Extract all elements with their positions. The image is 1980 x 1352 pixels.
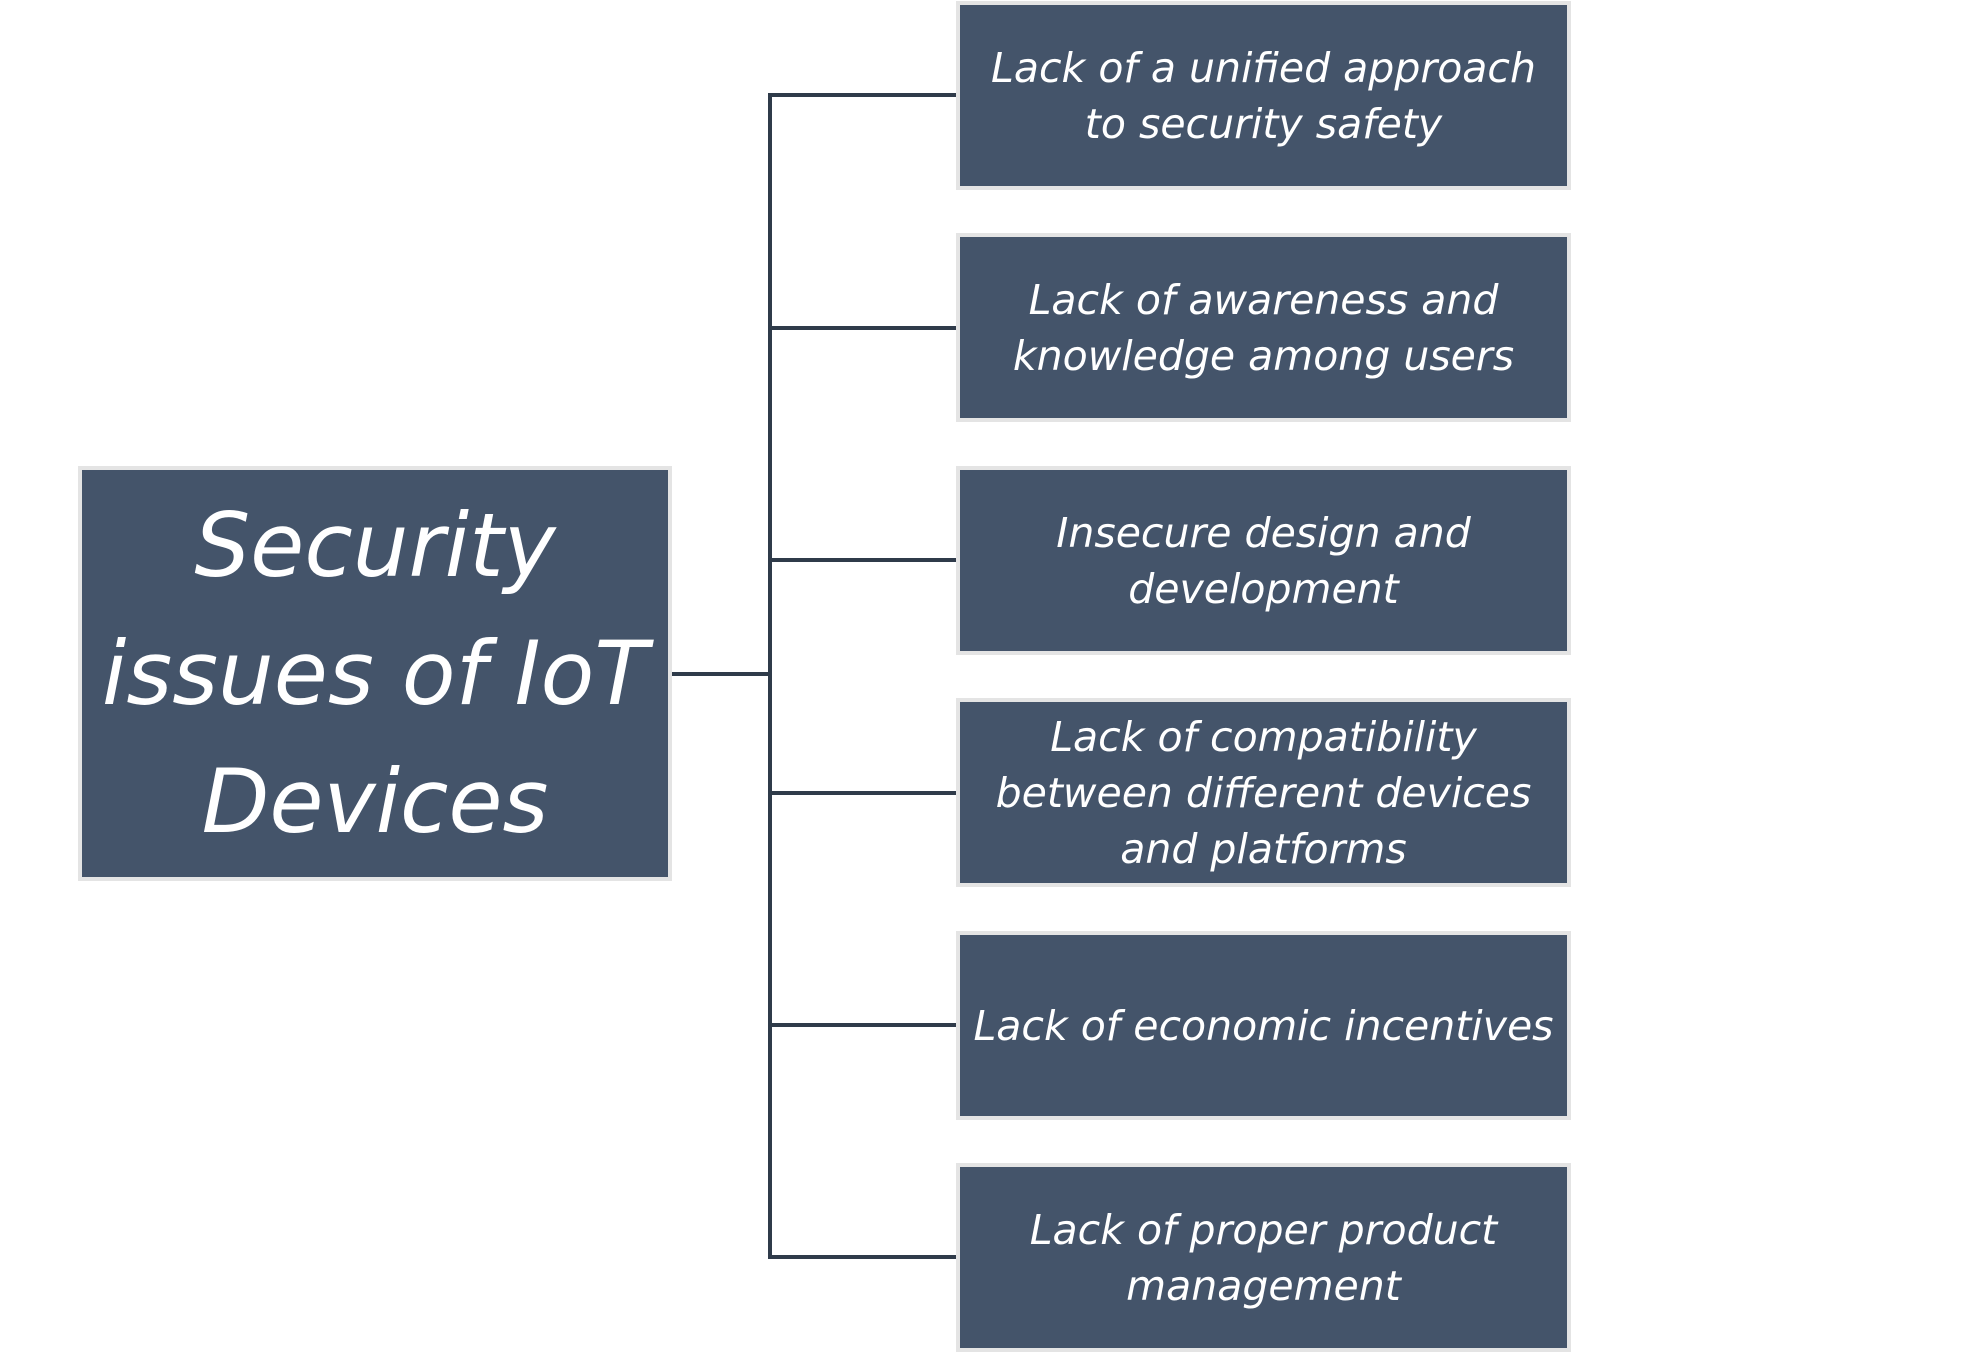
child-node-label: Lack of compatibility between different … (995, 712, 1532, 873)
child-node-label: Insecure design and development (1056, 508, 1471, 613)
child-node-insecure-design: Insecure design and development (956, 466, 1571, 655)
child-node-label: Lack of a unified approach to security s… (991, 43, 1536, 148)
child-node-compatibility: Lack of compatibility between different … (956, 698, 1571, 887)
child-node-label: Lack of awareness and knowledge among us… (1012, 275, 1515, 380)
child-node-label: Lack of economic incentives (973, 1001, 1554, 1050)
child-node-product-management: Lack of proper product management (956, 1163, 1571, 1352)
child-node-user-awareness: Lack of awareness and knowledge among us… (956, 233, 1571, 422)
root-node-label: Security issues of IoT Devices (101, 493, 649, 853)
root-node: Security issues of IoT Devices (78, 466, 672, 881)
child-node-unified-approach: Lack of a unified approach to security s… (956, 1, 1571, 190)
child-node-label: Lack of proper product management (1029, 1205, 1498, 1310)
child-node-economic-incentives: Lack of economic incentives (956, 931, 1571, 1120)
